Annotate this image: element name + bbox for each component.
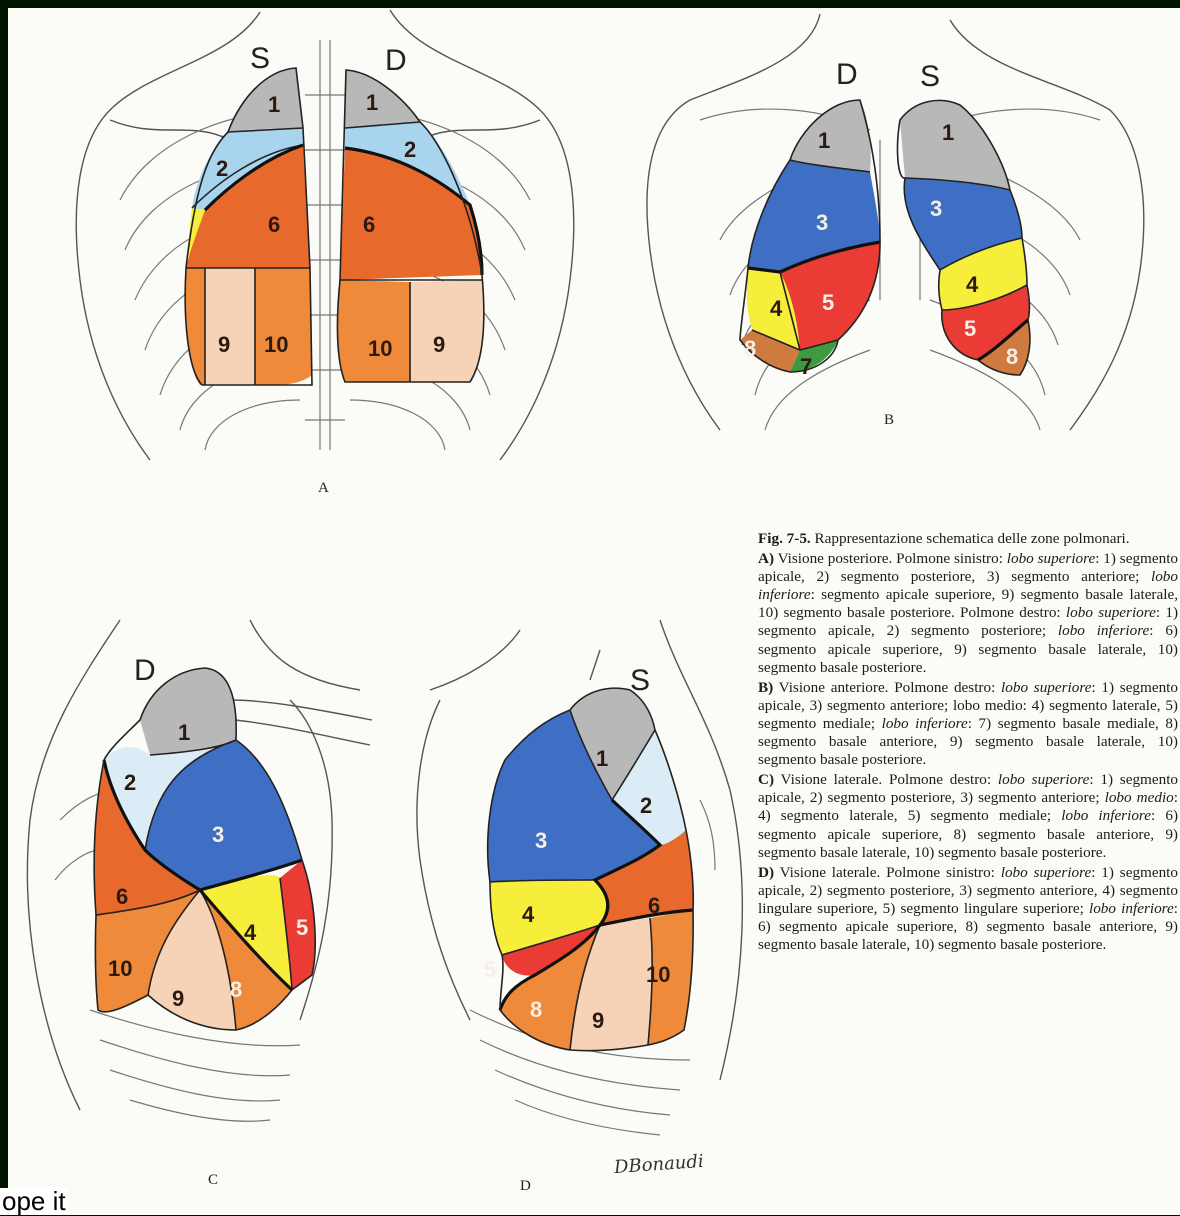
panel-a-side-left: S: [250, 42, 270, 75]
panel-a-side-right: D: [385, 44, 407, 77]
panel-b-side-left: D: [836, 58, 858, 91]
panel-d-label-6: 6: [648, 893, 660, 918]
panel-c-label-3: 3: [212, 822, 224, 847]
panel-b-s-seg1: [900, 100, 1010, 190]
panel-d-side: S: [630, 664, 650, 697]
panel-a-d-label-1: 1: [366, 90, 378, 115]
panel-a-d-label-6: 6: [363, 212, 375, 237]
panel-a-s-seg1: [228, 68, 303, 132]
panel-a-d-label-10: 10: [368, 336, 392, 361]
panel-c-label-1: 1: [178, 720, 190, 745]
panel-b-side-right: S: [920, 60, 940, 93]
panel-a-d-seg1: [345, 70, 420, 128]
panel-c-label-4: 4: [244, 920, 257, 945]
panel-b-s-label-5: 5: [964, 316, 976, 341]
panel-d-label-9: 9: [592, 1008, 604, 1033]
panel-b-d-label-8: 8: [744, 336, 756, 361]
panel-a-s-label-6: 6: [268, 212, 280, 237]
panel-d-label-5: 5: [484, 957, 496, 982]
panel-d-label-1: 1: [596, 746, 608, 771]
panel-b-d-label-7: 7: [800, 354, 812, 379]
panel-b-s-label-8: 8: [1006, 344, 1018, 369]
panel-a-s-label-9: 9: [218, 332, 230, 357]
caption-title: Fig. 7-5. Rappresentazione schematica de…: [758, 530, 1178, 548]
panel-a-s-label-2: 2: [216, 156, 228, 181]
panel-a-s-edge: [185, 268, 205, 385]
panel-a-d-seg9: [410, 280, 484, 382]
panel-c-label-9: 9: [172, 986, 184, 1011]
panel-d-label: D: [520, 1178, 531, 1194]
panel-c-label-10: 10: [108, 956, 132, 981]
panel-d-label-4: 4: [522, 902, 535, 927]
panel-a-s-label-10: 10: [264, 332, 288, 357]
panel-a-label: A: [318, 480, 329, 496]
overlay-cutoff-text: ope it: [0, 1188, 68, 1215]
panel-b-s-label-1: 1: [942, 120, 954, 145]
panel-a-d-label-9: 9: [433, 332, 445, 357]
panel-d-label-8: 8: [530, 997, 542, 1022]
panel-b-s-label-4: 4: [966, 272, 979, 297]
panel-c-label-8: 8: [230, 977, 242, 1002]
caption-b: B) Visione anteriore. Polmone destro: lo…: [758, 679, 1178, 769]
panel-c-label-6: 6: [116, 884, 128, 909]
panel-a-s-label-1: 1: [268, 92, 280, 117]
caption-a: A) Visione posteriore. Polmone sinistro:…: [758, 550, 1178, 677]
panel-c-lateral-right-view: D 1 2 3 6 4 5 10 9 8 C: [27, 620, 372, 1188]
panel-b-anterior-view: D S 1 3 4 5 8 7 1 3 4 5 8 B: [647, 14, 1144, 430]
panel-b-d-label-4: 4: [770, 296, 783, 321]
panel-b-d-label-1: 1: [818, 128, 830, 153]
panel-c-side: D: [134, 654, 156, 687]
panel-b-d-label-5: 5: [822, 290, 834, 315]
panel-c-label-2: 2: [124, 770, 136, 795]
figure-caption: Fig. 7-5. Rappresentazione schematica de…: [758, 530, 1178, 956]
caption-c: C) Visione laterale. Polmone destro: lob…: [758, 771, 1178, 861]
panel-a-d-label-2: 2: [404, 137, 416, 162]
panel-d-label-10: 10: [646, 962, 670, 987]
panel-c-label-5: 5: [296, 915, 308, 940]
panel-d-lateral-left-view: S 1 2 3 6 4 5 10 8 9 D: [417, 620, 742, 1194]
panel-b-label: B: [884, 412, 894, 428]
panel-a-s-seg10: [255, 268, 312, 385]
caption-d: D) Visione laterale. Polmone sinistro: l…: [758, 864, 1178, 954]
panel-d-label-2: 2: [640, 793, 652, 818]
panel-c-label: C: [208, 1172, 218, 1188]
panel-a-posterior-view: S D 1 2 6 9 10 1 2 6 10 9 A: [76, 10, 574, 496]
panel-d-label-3: 3: [535, 828, 547, 853]
panel-b-d-label-3: 3: [816, 210, 828, 235]
panel-b-s-label-3: 3: [930, 196, 942, 221]
panel-a-d-seg10: [337, 280, 410, 382]
